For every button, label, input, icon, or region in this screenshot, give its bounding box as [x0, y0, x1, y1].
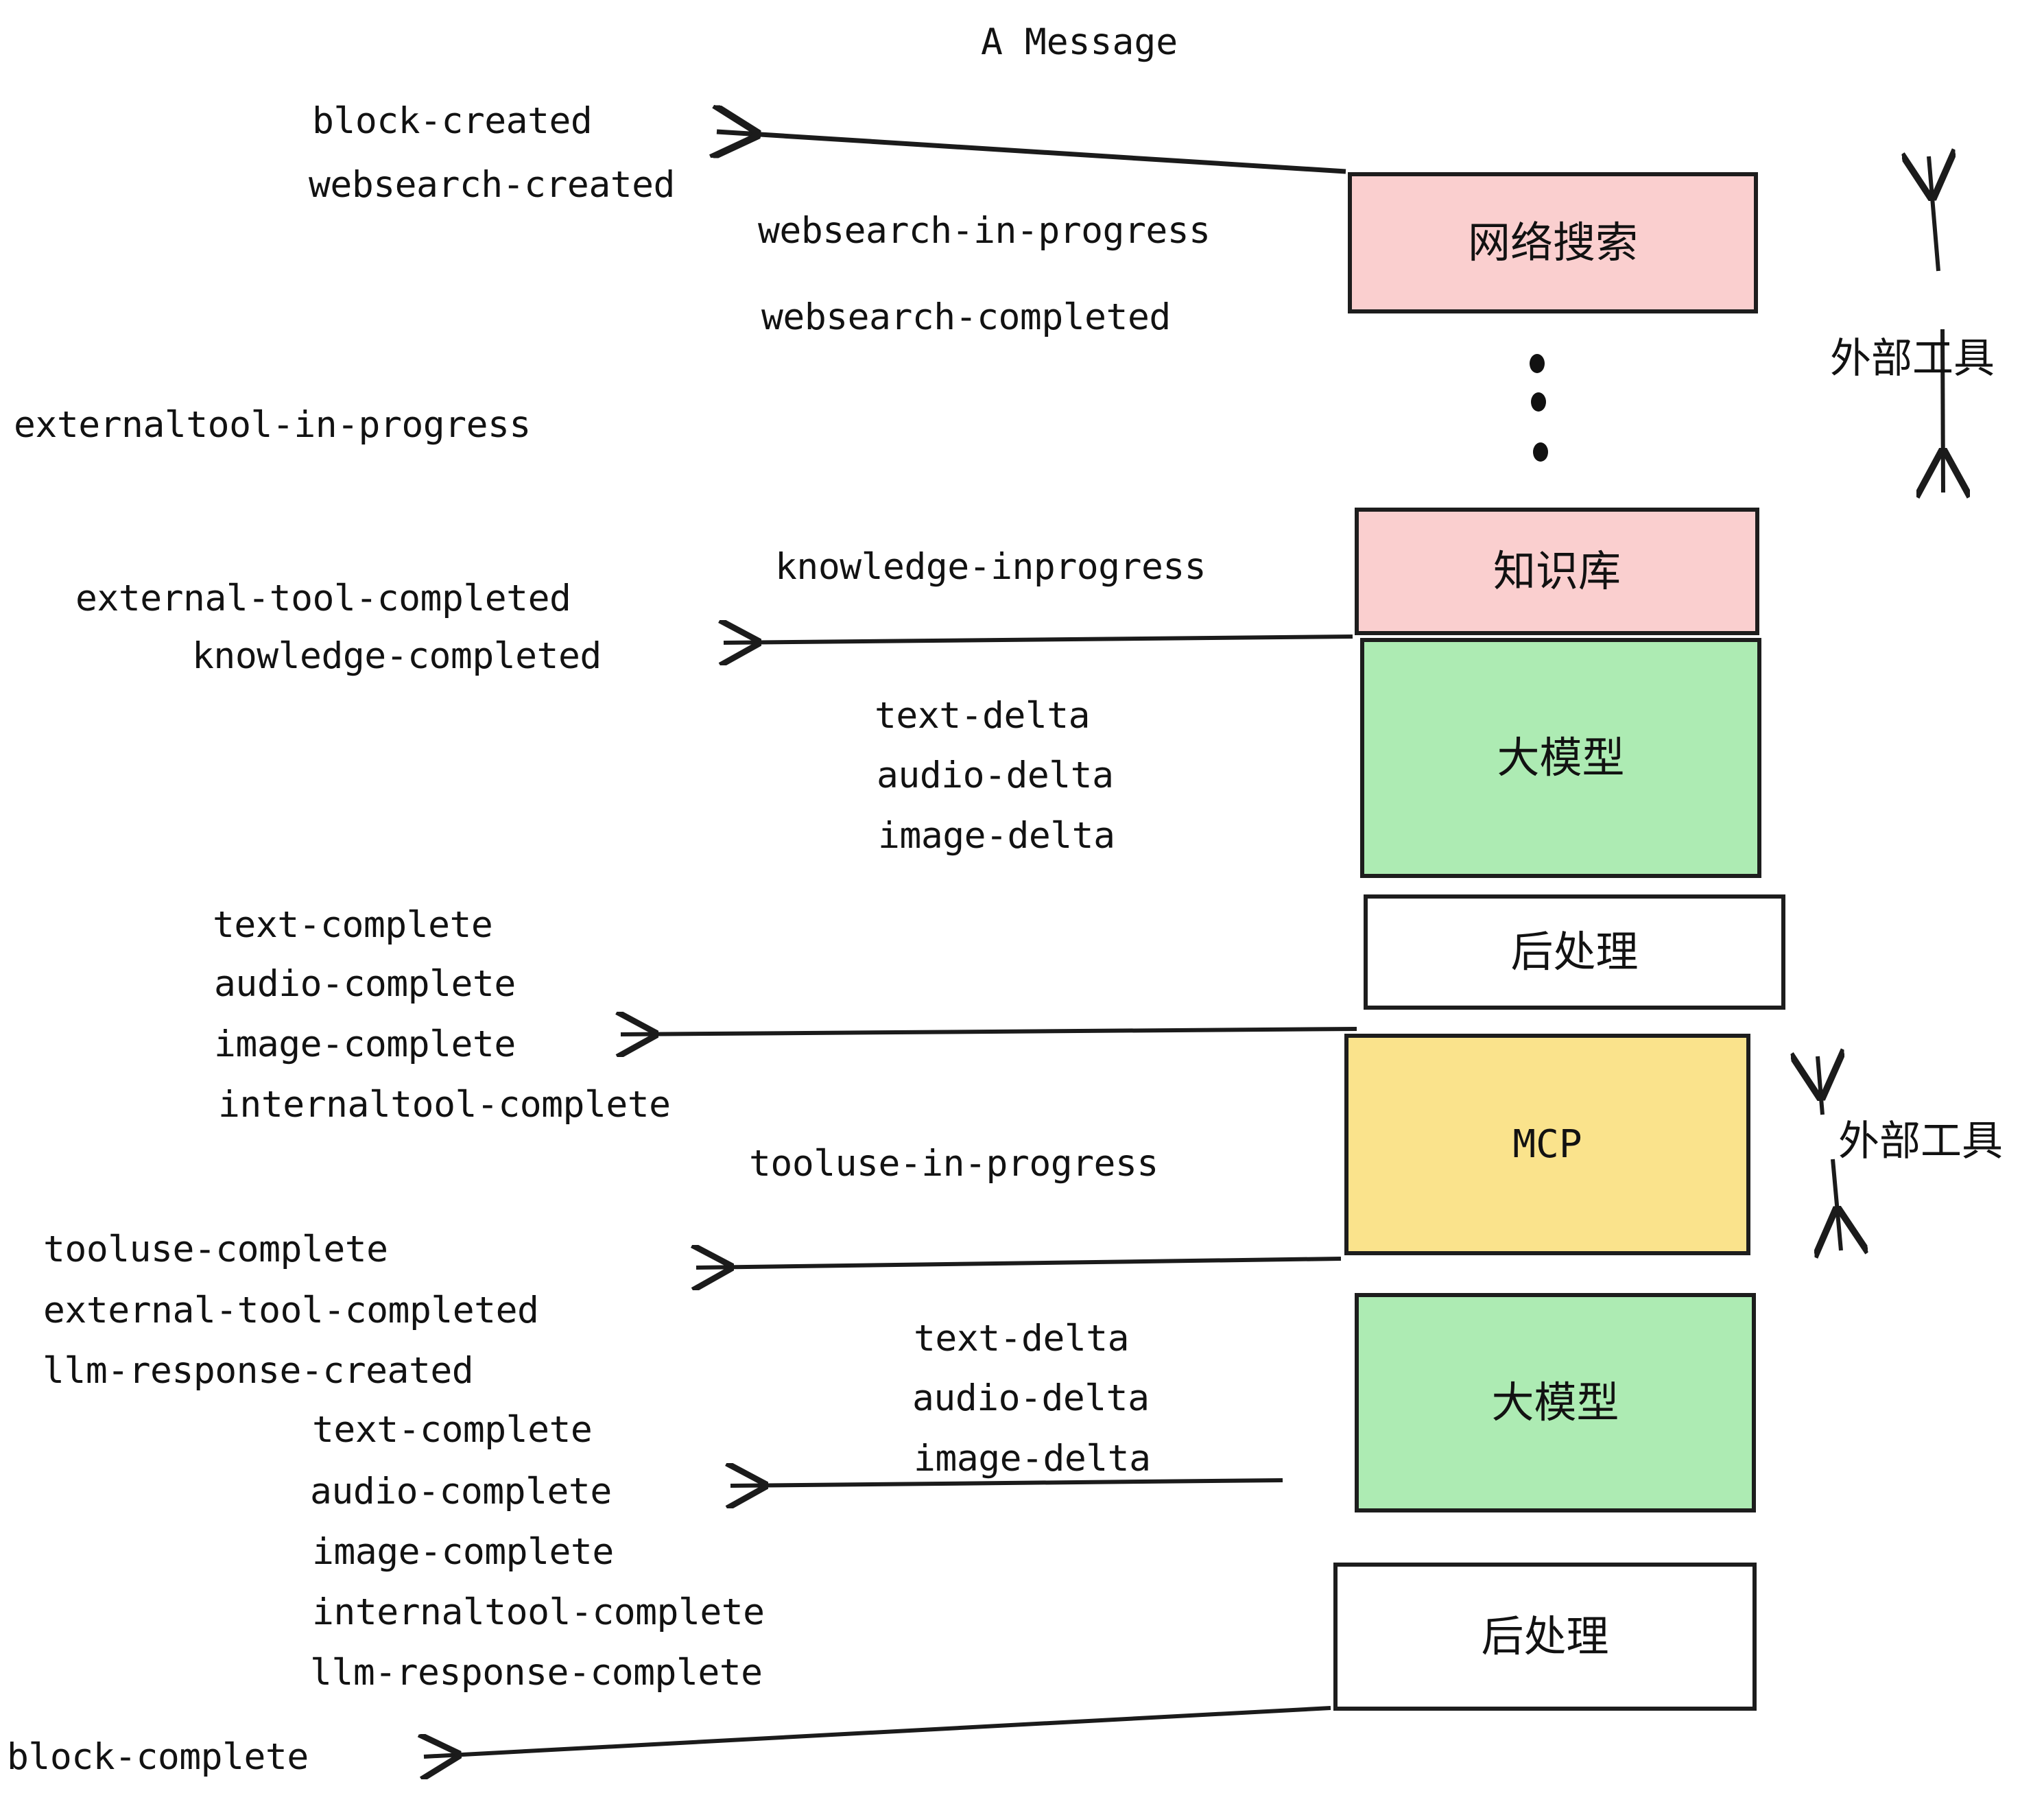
node-box-websearch: 网络搜索	[1348, 172, 1758, 313]
node-box-label: 后处理	[1481, 1611, 1609, 1661]
event-label-audio-complete-2: audio-complete	[310, 1471, 612, 1512]
side-label-external-tool-top: 外部工具	[1830, 335, 1995, 383]
node-box-knowledge: 知识库	[1355, 508, 1759, 635]
event-label-tooluse-in-progress: tooluse-in-progress	[749, 1143, 1158, 1185]
node-box-label: 大模型	[1491, 1377, 1619, 1427]
ellipsis-dot-icon	[1530, 354, 1545, 373]
event-label-block-complete: block-complete	[7, 1736, 309, 1778]
event-label-llm-response-created: llm-response-created	[43, 1350, 474, 1392]
event-label-llm-response-complete: llm-response-complete	[310, 1652, 763, 1694]
node-box-postproc-2: 后处理	[1333, 1563, 1757, 1711]
node-box-llm-1: 大模型	[1360, 638, 1761, 878]
node-box-label: 后处理	[1510, 927, 1639, 977]
arrow-external-tool-up-bottom	[1818, 1056, 1822, 1115]
ellipsis-dot-icon	[1533, 442, 1548, 462]
event-label-knowledge-completed: knowledge-completed	[192, 635, 602, 677]
event-label-websearch-created: websearch-created	[309, 164, 675, 206]
arrow-image-complete	[621, 1029, 1357, 1034]
side-label-external-tool-bottom: 外部工具	[1838, 1117, 2003, 1165]
arrow-audio-complete	[730, 1480, 1283, 1486]
event-label-knowledge-inprogress: knowledge-inprogress	[775, 546, 1207, 588]
event-label-text-delta-1: text-delta	[875, 695, 1091, 737]
ellipsis-dot-icon	[1531, 392, 1546, 412]
event-label-block-created: block-created	[312, 100, 593, 142]
arrow-external-tool-down-bottom	[1833, 1159, 1841, 1250]
node-box-postproc-1: 后处理	[1364, 894, 1785, 1010]
event-label-external-tool-completed-1: external-tool-completed	[75, 578, 571, 619]
event-label-audio-delta-2: audio-delta	[912, 1377, 1150, 1419]
event-label-audio-delta-1: audio-delta	[877, 755, 1114, 796]
event-label-websearch-completed: websearch-completed	[761, 296, 1171, 338]
event-label-image-complete-1: image-complete	[214, 1023, 516, 1065]
event-label-image-complete-2: image-complete	[312, 1531, 614, 1573]
event-label-text-complete-1: text-complete	[213, 904, 493, 946]
arrow-knowledge-completed	[724, 637, 1353, 643]
node-box-label: 网络搜索	[1467, 217, 1638, 268]
node-box-label: MCP	[1512, 1121, 1582, 1167]
arrow-external-tool-up-top	[1929, 156, 1938, 272]
node-box-label: 知识库	[1493, 546, 1621, 596]
arrow-block-created	[717, 132, 1346, 174]
node-box-label: 大模型	[1497, 733, 1625, 783]
arrow-block-complete	[424, 1706, 1331, 1757]
event-label-image-delta-2: image-delta	[914, 1438, 1151, 1480]
event-label-externaltool-in-progress: externaltool-in-progress	[14, 404, 531, 446]
arrow-tooluse-complete	[696, 1259, 1342, 1268]
event-label-internaltool-complete-2: internaltool-complete	[312, 1591, 765, 1633]
event-label-image-delta-1: image-delta	[878, 815, 1115, 857]
event-label-websearch-in-progress: websearch-in-progress	[758, 210, 1211, 252]
node-box-llm-2: 大模型	[1355, 1293, 1756, 1512]
event-label-external-tool-completed-2: external-tool-completed	[43, 1290, 539, 1331]
event-label-audio-complete-1: audio-complete	[214, 963, 516, 1005]
event-label-text-delta-2: text-delta	[914, 1318, 1130, 1360]
node-box-mcp: MCP	[1344, 1034, 1750, 1255]
event-label-text-complete-2: text-complete	[312, 1409, 593, 1451]
diagram-title: A Message	[981, 21, 1178, 63]
event-label-tooluse-complete: tooluse-complete	[43, 1229, 388, 1270]
event-label-internaltool-complete-1: internaltool-complete	[218, 1084, 671, 1126]
